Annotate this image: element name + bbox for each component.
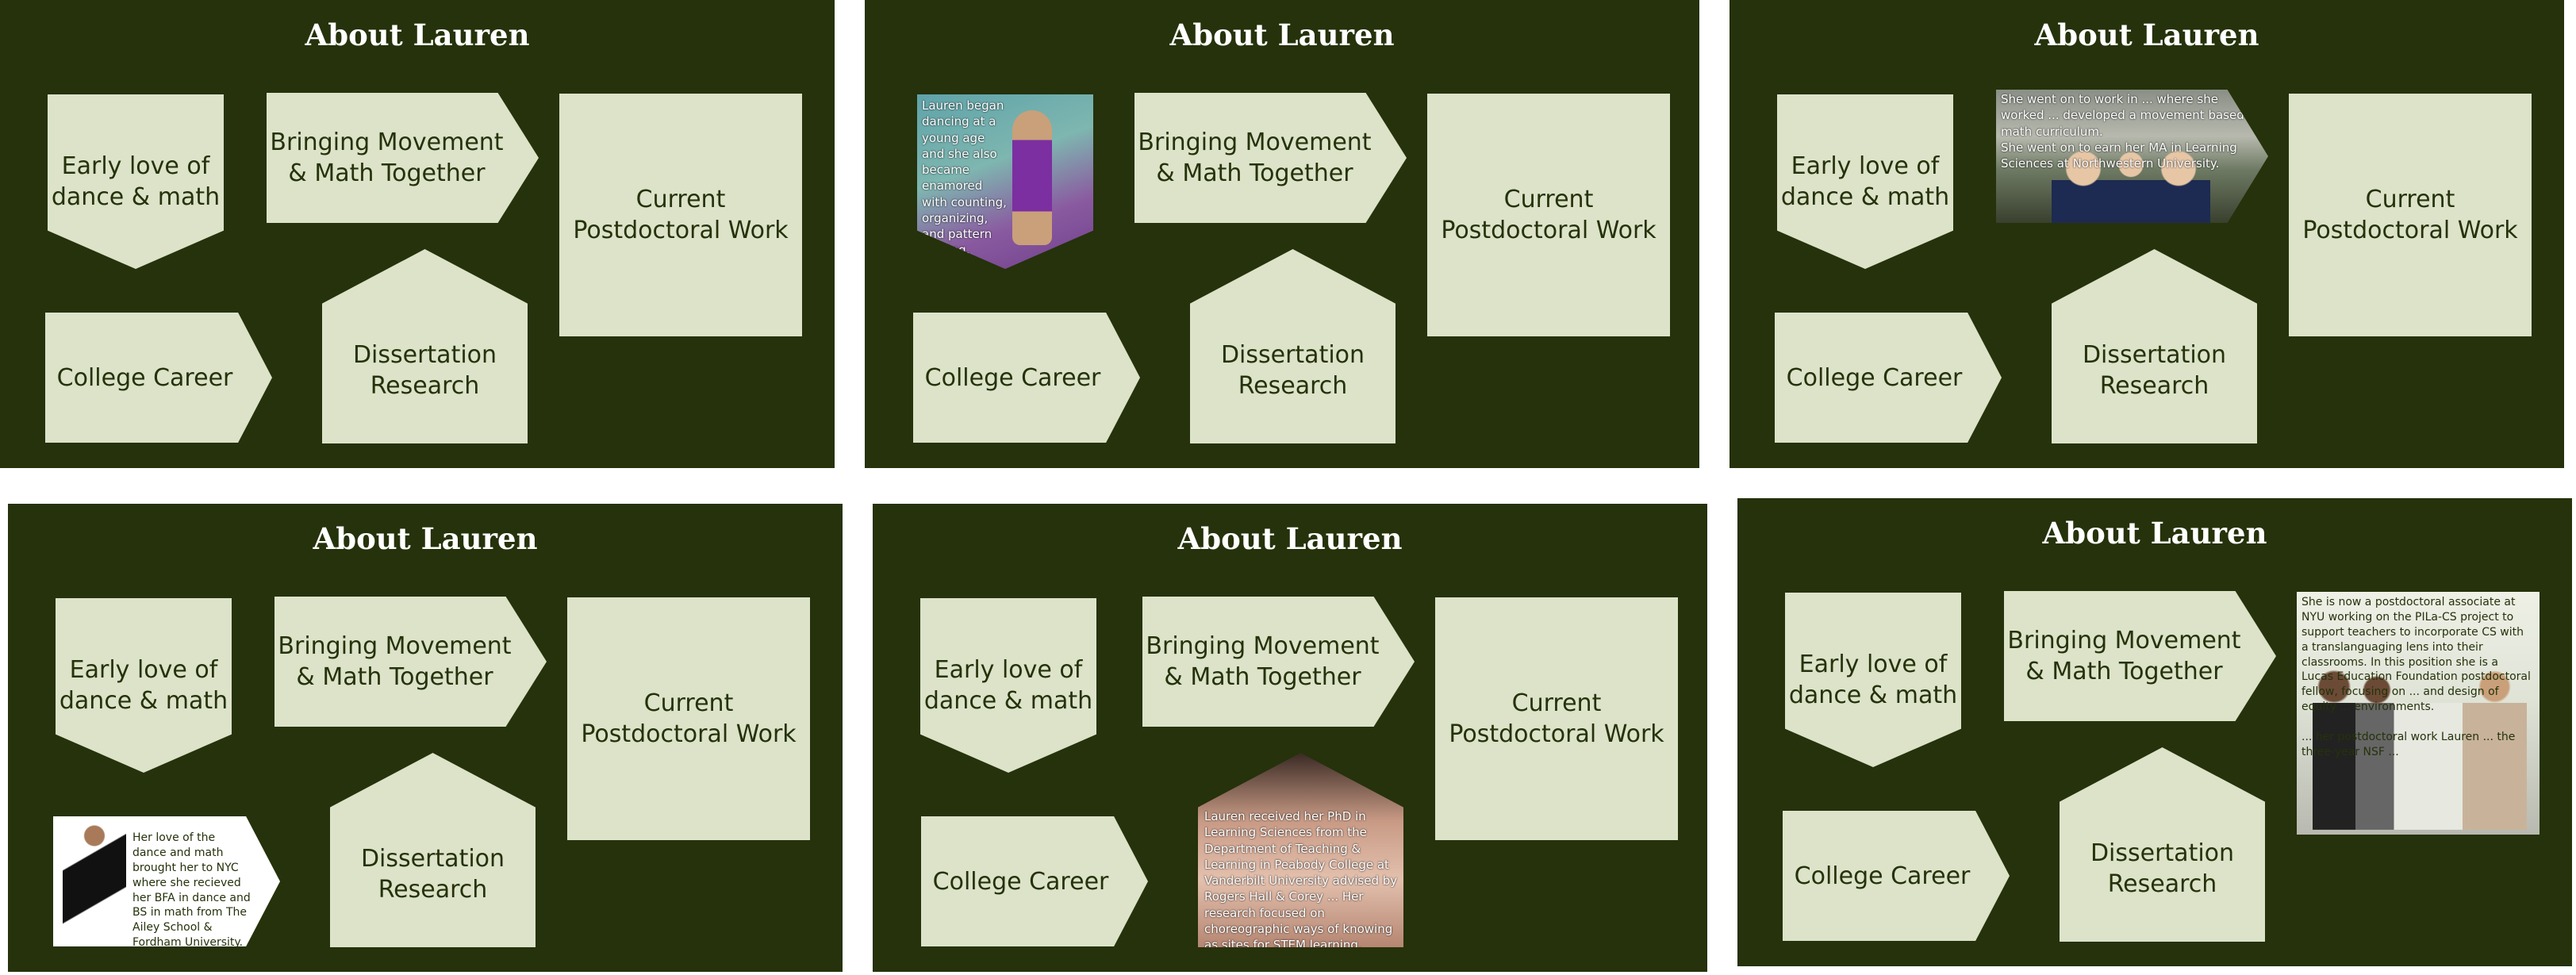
dissertation-photo[interactable]: Lauren received her PhD in Learning Scie…	[1198, 753, 1403, 947]
slide-title: About Lauren	[313, 521, 538, 556]
group-people-icon	[2313, 667, 2527, 830]
dissertation-label: Dissertation Research	[1220, 340, 1365, 400]
slide-title: About Lauren	[2042, 516, 2267, 551]
current-work-label: Current Postdoctoral Work	[573, 186, 789, 244]
current-work-caption: She is now a postdoctoral associate at N…	[2302, 596, 2531, 758]
current-work-label: Current Postdoctoral Work	[2302, 186, 2518, 244]
current-work-shape[interactable]: Current Postdoctoral Work	[1427, 94, 1670, 336]
dissertation-shape[interactable]: Dissertation Research	[2060, 747, 2265, 942]
dissertation-caption: Lauren received her PhD in Learning Scie…	[1204, 809, 1398, 947]
early-love-shape[interactable]: Early love of dance & math	[1785, 593, 1961, 767]
dissertation-shape[interactable]: Dissertation Research	[322, 249, 528, 443]
slide-panel-3: About Lauren Early love of dance & math …	[1729, 0, 2564, 468]
college-career-shape[interactable]: College Career	[913, 313, 1140, 443]
early-love-shape[interactable]: Early love of dance & math	[48, 94, 224, 269]
dissertation-label: Dissertation Research	[360, 844, 505, 904]
current-work-label: Current Postdoctoral Work	[1441, 186, 1657, 244]
dancer-silhouette-icon	[63, 824, 126, 939]
early-love-label: Early love of dance & math	[923, 656, 1093, 715]
early-love-shape[interactable]: Early love of dance & math	[1777, 94, 1953, 269]
college-career-shape[interactable]: College Career	[1775, 313, 2002, 443]
college-career-label: College Career	[924, 363, 1101, 392]
slide-panel-5: About Lauren Early love of dance & math …	[873, 504, 1707, 972]
bringing-movement-label: Bringing Movement & Math Together	[1138, 129, 1372, 187]
bringing-movement-photo[interactable]: She went on to work in ... where she wor…	[1996, 90, 2268, 223]
dancer-figure-icon	[1012, 110, 1052, 245]
bringing-movement-label: Bringing Movement & Math Together	[1146, 632, 1380, 691]
early-love-label: Early love of dance & math	[59, 656, 228, 715]
early-love-label: Early love of dance & math	[1788, 651, 1958, 709]
bringing-movement-caption: She went on to work in ... where she wor…	[2001, 92, 2244, 171]
early-love-shape[interactable]: Early love of dance & math	[56, 598, 232, 773]
current-work-label: Current Postdoctoral Work	[581, 689, 797, 748]
slide-title: About Lauren	[305, 17, 530, 52]
college-career-label: College Career	[56, 363, 233, 392]
slide-panel-6: About Lauren Early love of dance & math …	[1737, 498, 2572, 966]
bringing-movement-shape[interactable]: Bringing Movement & Math Together	[1142, 597, 1415, 727]
current-work-shape[interactable]: Current Postdoctoral Work	[559, 94, 802, 336]
early-love-caption: Lauren began dancing at a young age and …	[922, 98, 1007, 258]
college-career-shape[interactable]: College Career	[921, 816, 1148, 946]
bringing-movement-label: Bringing Movement & Math Together	[278, 632, 512, 691]
dissertation-shape[interactable]: Dissertation Research	[2052, 249, 2257, 443]
current-work-shape[interactable]: Current Postdoctoral Work	[1435, 597, 1678, 840]
bringing-movement-shape[interactable]: Bringing Movement & Math Together	[1134, 93, 1407, 223]
slide-panel-4: About Lauren Early love of dance & math …	[8, 504, 843, 972]
college-career-photo[interactable]: Her love of the dance and math brought h…	[53, 816, 280, 946]
slide-panel-2: About Lauren Lauren began dancing at a y…	[865, 0, 1699, 468]
graduation-figures-icon	[2052, 145, 2210, 223]
college-career-label: College Career	[1794, 862, 1971, 890]
bringing-movement-label: Bringing Movement & Math Together	[270, 129, 504, 187]
current-work-shape[interactable]: Current Postdoctoral Work	[567, 597, 810, 840]
slide-title: About Lauren	[2034, 17, 2259, 52]
dissertation-shape[interactable]: Dissertation Research	[330, 753, 536, 947]
early-love-label: Early love of dance & math	[51, 152, 221, 211]
bringing-movement-shape[interactable]: Bringing Movement & Math Together	[2004, 591, 2276, 721]
college-career-label: College Career	[932, 867, 1109, 896]
slide-panel-1: About Lauren Early love of dance & math …	[0, 0, 835, 468]
college-career-shape[interactable]: College Career	[1783, 811, 2010, 941]
college-career-label: College Career	[1786, 363, 1963, 392]
dissertation-label: Dissertation Research	[2082, 340, 2227, 400]
slide-title: About Lauren	[1177, 521, 1403, 556]
current-work-shape[interactable]: Current Postdoctoral Work	[2289, 94, 2532, 336]
bringing-movement-label: Bringing Movement & Math Together	[2007, 627, 2241, 685]
college-career-caption: Her love of the dance and math brought h…	[132, 831, 251, 946]
dissertation-label: Dissertation Research	[2090, 839, 2235, 898]
dissertation-label: Dissertation Research	[352, 340, 497, 400]
early-love-photo[interactable]: Lauren began dancing at a young age and …	[917, 94, 1093, 269]
early-love-label: Early love of dance & math	[1780, 152, 1950, 211]
current-work-photo[interactable]: She is now a postdoctoral associate at N…	[2297, 592, 2540, 835]
bringing-movement-shape[interactable]: Bringing Movement & Math Together	[267, 93, 539, 223]
bringing-movement-shape[interactable]: Bringing Movement & Math Together	[274, 597, 547, 727]
college-career-shape[interactable]: College Career	[45, 313, 272, 443]
slide-title: About Lauren	[1169, 17, 1395, 52]
early-love-shape[interactable]: Early love of dance & math	[920, 598, 1096, 773]
dissertation-shape[interactable]: Dissertation Research	[1190, 249, 1395, 443]
current-work-label: Current Postdoctoral Work	[1449, 689, 1664, 748]
